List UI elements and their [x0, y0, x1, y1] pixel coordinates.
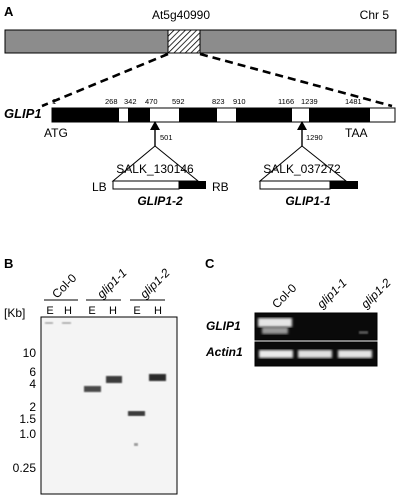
position-268: 268 — [105, 97, 118, 106]
position-470: 470 — [145, 97, 158, 106]
column-label-glip1-1: glip1-1 — [314, 276, 349, 311]
panel-c-letter: C — [205, 256, 215, 271]
position-342: 342 — [124, 97, 137, 106]
locus-label: At5g40990 — [152, 8, 210, 22]
panel-b-letter: B — [4, 256, 13, 271]
rb-label: RB — [212, 180, 229, 194]
lane-labels: E H E H E H — [46, 305, 162, 317]
group-label-glip1-2: glip1-2 — [137, 266, 173, 302]
lane-label-h: H — [154, 305, 162, 317]
exon-3 — [179, 108, 217, 122]
position-823: 823 — [212, 97, 225, 106]
panel-c: C Col-0 glip1-1 glip1-2 GLIP1 Actin1 — [205, 256, 394, 367]
blot-band — [128, 411, 145, 416]
locus-region — [167, 29, 201, 54]
group-label-col0: Col-0 — [49, 271, 79, 301]
panel-a-letter: A — [4, 4, 14, 19]
zoom-line-right — [199, 52, 393, 108]
size-marker-10: 10 — [23, 346, 37, 360]
allele-label: GLIP1-1 — [285, 194, 331, 208]
column-label-glip1-2: glip1-2 — [358, 276, 394, 312]
size-marker-2: 2 — [29, 400, 36, 414]
gene-name: GLIP1 — [4, 106, 42, 121]
gel-bands — [258, 318, 372, 358]
gel-band-glip1-col0-lower — [262, 327, 288, 334]
row-label-actin1: Actin1 — [205, 345, 243, 359]
blot-band — [106, 376, 122, 383]
size-marker-4: 4 — [29, 377, 36, 391]
salk-line-label: SALK_130146 — [116, 162, 194, 176]
insertion-salk-130146: 501 SALK_130146 LB RB GLIP1-2 — [92, 121, 229, 208]
blot-band — [84, 386, 101, 392]
gel-band-actin1-col0 — [259, 350, 293, 358]
insertion-arrowhead — [150, 121, 160, 130]
size-marker-1.0: 1.0 — [19, 427, 36, 441]
lane-label-e: E — [133, 305, 140, 317]
row-label-glip1: GLIP1 — [206, 319, 241, 333]
exon-2 — [128, 108, 150, 122]
blot-band — [45, 322, 53, 324]
position-592: 592 — [172, 97, 185, 106]
stop-codon-label: TAA — [345, 126, 367, 140]
t-dna-body — [112, 180, 180, 190]
position-1: 1 — [52, 97, 56, 106]
lb-label: LB — [92, 180, 107, 194]
zoom-line-left — [41, 52, 169, 108]
lane-label-h: H — [64, 305, 72, 317]
size-marker-6: 6 — [29, 365, 36, 379]
insertion-salk-037272: 1290 SALK_037272 GLIP1-1 — [258, 121, 358, 208]
start-codon-label: ATG — [44, 126, 68, 140]
position-1239: 1239 — [301, 97, 318, 106]
blot-bands — [45, 322, 166, 446]
panel-b: B Col-0 glip1-1 glip1-2 E H E H E H [Kb]… — [4, 256, 178, 495]
southern-blot — [40, 316, 178, 495]
blot-band — [62, 322, 71, 324]
salk-line-label: SALK_037272 — [263, 162, 341, 176]
gel-band-actin1-glip1-1 — [298, 350, 332, 358]
t-dna-marker — [330, 181, 358, 189]
allele-label: GLIP1-2 — [137, 194, 183, 208]
insertion-arrowhead — [297, 121, 307, 130]
gel-band-glip1-col0 — [258, 318, 292, 327]
insertion-position: 1290 — [306, 133, 323, 142]
chromosome-label: Chr 5 — [360, 8, 390, 22]
gel-band-actin1-glip1-2 — [338, 350, 372, 358]
lane-label-h: H — [109, 305, 117, 317]
size-markers: 10 6 4 2 1.5 1.0 0.25 — [13, 346, 37, 475]
blot-band — [149, 374, 166, 381]
insertion-position: 501 — [160, 133, 173, 142]
column-label-col0: Col-0 — [269, 281, 299, 311]
t-dna-body — [259, 180, 331, 190]
gel-band-glip1-faint — [359, 331, 368, 334]
exon-4 — [236, 108, 292, 122]
lane-label-e: E — [46, 305, 53, 317]
position-labels: 1 268 342 470 592 823 910 1166 1239 1481 — [52, 97, 362, 106]
position-910: 910 — [233, 97, 246, 106]
position-1166: 1166 — [278, 97, 294, 106]
exon-5 — [309, 108, 370, 122]
panel-a: A At5g40990 Chr 5 GLIP1 1 268 342 470 59… — [4, 4, 397, 208]
size-marker-1.5: 1.5 — [19, 412, 36, 426]
exon-1 — [52, 108, 119, 122]
blot-band — [134, 443, 138, 446]
t-dna-marker — [179, 181, 206, 189]
gene-structure — [51, 107, 396, 123]
group-label-glip1-1: glip1-1 — [94, 266, 129, 301]
position-1481: 1481 — [345, 97, 362, 106]
lane-label-e: E — [88, 305, 95, 317]
size-unit-label: [Kb] — [4, 306, 25, 320]
size-marker-0.25: 0.25 — [13, 461, 37, 475]
